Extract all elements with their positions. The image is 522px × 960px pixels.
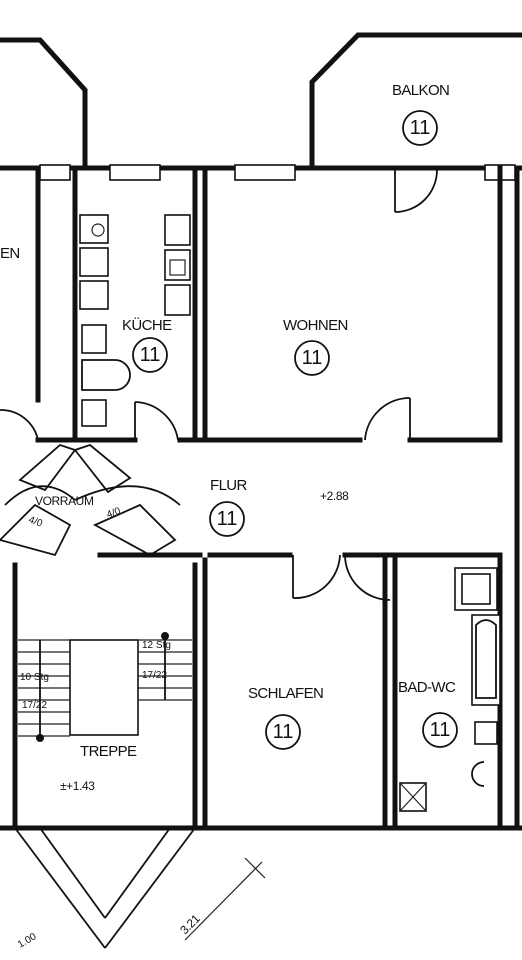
dimension-bottom-left: 1.00 bbox=[16, 931, 39, 950]
treppe-label: TREPPE bbox=[80, 743, 137, 760]
balcony-outline bbox=[309, 32, 522, 168]
wohnen-marker bbox=[294, 340, 330, 376]
doors bbox=[0, 169, 438, 601]
bad-marker bbox=[422, 712, 458, 748]
stair-left-ratio: 17/22 bbox=[22, 700, 47, 711]
flur-label: FLUR bbox=[210, 477, 248, 494]
flur-marker bbox=[209, 501, 245, 537]
treppe-level: ±+1.43 bbox=[60, 779, 95, 793]
wohnen-label: WOHNEN bbox=[283, 317, 348, 334]
wohnen-number: 11 bbox=[302, 347, 323, 369]
door-label-left: 4/0 bbox=[27, 514, 44, 529]
dimension-diagonal: 3.21 bbox=[177, 911, 203, 937]
stair-right-steps: 12 Stg bbox=[142, 640, 171, 651]
staircase bbox=[14, 632, 196, 949]
kueche-label: KÜCHE bbox=[122, 316, 172, 334]
bathroom-fixtures bbox=[399, 567, 501, 812]
left-balcony bbox=[0, 37, 88, 168]
balkon-marker bbox=[402, 110, 438, 146]
flur-level: +2.88 bbox=[320, 489, 349, 503]
stair-left-steps: 10 Stg bbox=[20, 672, 49, 683]
kueche-number: 11 bbox=[140, 344, 161, 366]
kueche-marker bbox=[132, 337, 168, 373]
balkon-label: BALKON bbox=[392, 82, 449, 99]
bad-label: BAD-WC bbox=[398, 679, 456, 696]
top-windows bbox=[39, 164, 516, 181]
schlafen-number: 11 bbox=[273, 721, 294, 743]
bad-number: 11 bbox=[430, 719, 451, 741]
schlafen-marker bbox=[265, 714, 301, 750]
left-room-label: EN bbox=[0, 245, 20, 262]
stair-right-ratio: 17/22 bbox=[142, 670, 167, 681]
door-label-right: 4/0 bbox=[105, 506, 122, 521]
dimension-line bbox=[184, 857, 266, 941]
vorraum-label: VORRAUM bbox=[35, 494, 94, 508]
balkon-number: 11 bbox=[410, 117, 431, 139]
flur-number: 11 bbox=[217, 508, 238, 530]
schlafen-label: SCHLAFEN bbox=[248, 685, 323, 702]
kitchen-fixtures bbox=[79, 214, 191, 427]
